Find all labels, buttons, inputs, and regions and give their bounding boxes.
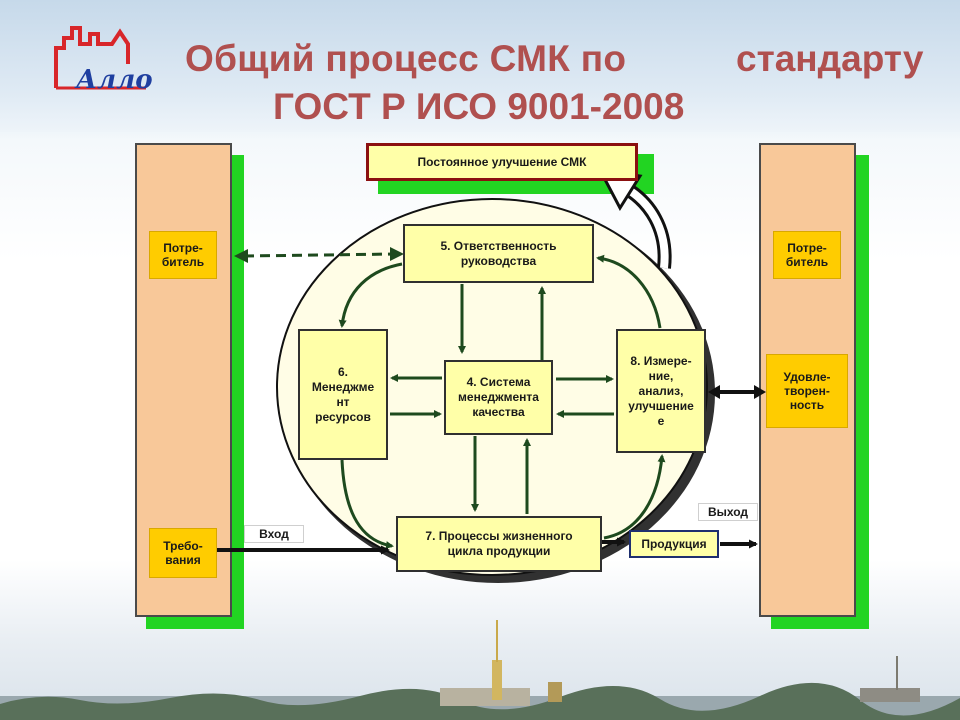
input-label: Вход: [244, 525, 304, 543]
product-box: Продукция: [629, 530, 719, 558]
title-line2: ГОСТ Р ИСО 9001-2008: [273, 86, 685, 127]
process-box-4-quality-management-system: 4. Система менеджмента качества: [444, 360, 553, 435]
requirements-label: Требо- вания: [149, 528, 217, 578]
header-band: [0, 0, 960, 132]
left-customer-label: Потре- битель: [149, 231, 217, 279]
process-box-7-product-realization: 7. Процессы жизненного цикла продукции: [396, 516, 602, 572]
output-label: Выход: [698, 503, 758, 521]
process-box-8-measurement-analysis: 8. Измере- ние, анализ, улучшение е: [616, 329, 706, 453]
satisfaction-label: Удовле- творен- ность: [766, 354, 848, 428]
title-line1-part1: Общий процесс СМК по: [185, 38, 627, 79]
process-box-6-resource-management: 6. Менеджме нт ресурсов: [298, 329, 388, 460]
process-box-5-management-responsibility: 5. Ответственность руководства: [403, 224, 594, 283]
improvement-box: Постоянное улучшение СМК: [366, 143, 638, 181]
right-customer-label: Потре- битель: [773, 231, 841, 279]
title-line1-part2: стандарту: [736, 38, 924, 79]
slide-title: Общий процесс СМК по стандарту ГОСТ Р ИС…: [0, 0, 960, 140]
city-skyline: [0, 620, 960, 720]
improvement-label: Постоянное улучшение СМК: [417, 155, 587, 169]
company-logo: Алло: [50, 18, 165, 103]
svg-text:Алло: Алло: [74, 65, 153, 95]
product-label: Продукция: [641, 537, 707, 551]
